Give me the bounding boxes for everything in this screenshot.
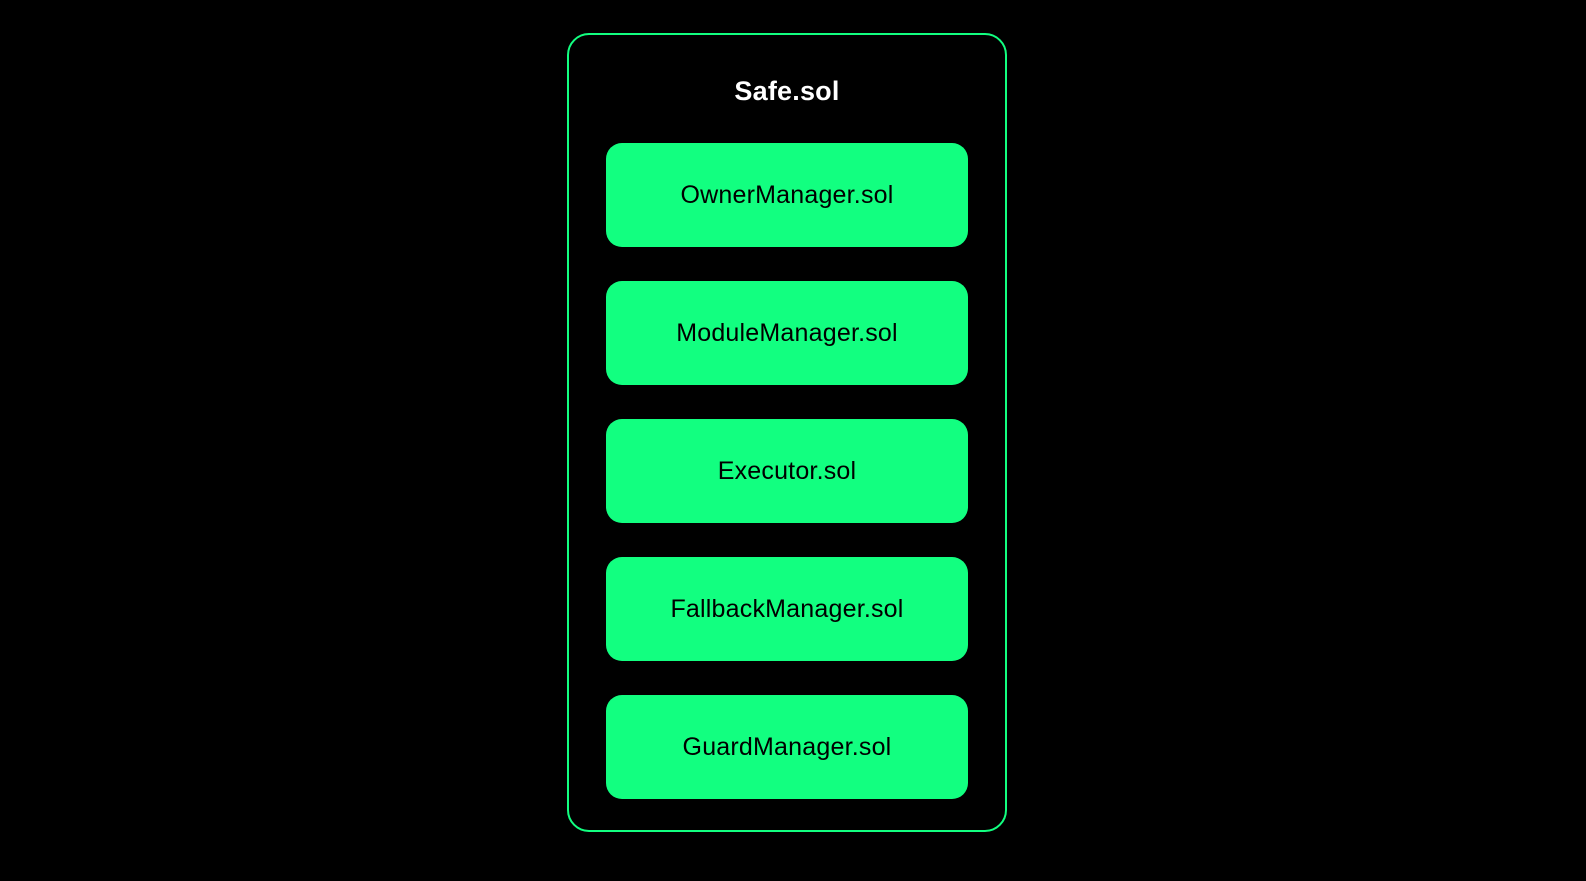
safe-sol-title: Safe.sol (734, 76, 840, 106)
component-box-fallback-manager: FallbackManager.sol (606, 557, 968, 661)
component-box-guard-manager: GuardManager.sol (606, 695, 968, 799)
component-box-module-manager: ModuleManager.sol (606, 281, 968, 385)
component-box-owner-manager: OwnerManager.sol (606, 143, 968, 247)
component-label-owner-manager: OwnerManager.sol (680, 180, 894, 209)
component-box-executor: Executor.sol (606, 419, 968, 523)
component-label-executor: Executor.sol (717, 456, 857, 485)
component-label-module-manager: ModuleManager.sol (676, 318, 898, 347)
component-list: OwnerManager.sol ModuleManager.sol Execu… (606, 143, 968, 799)
component-label-fallback-manager: FallbackManager.sol (670, 594, 904, 623)
safe-sol-container: Safe.sol OwnerManager.sol ModuleManager.… (567, 33, 1007, 832)
component-label-guard-manager: GuardManager.sol (682, 732, 892, 761)
